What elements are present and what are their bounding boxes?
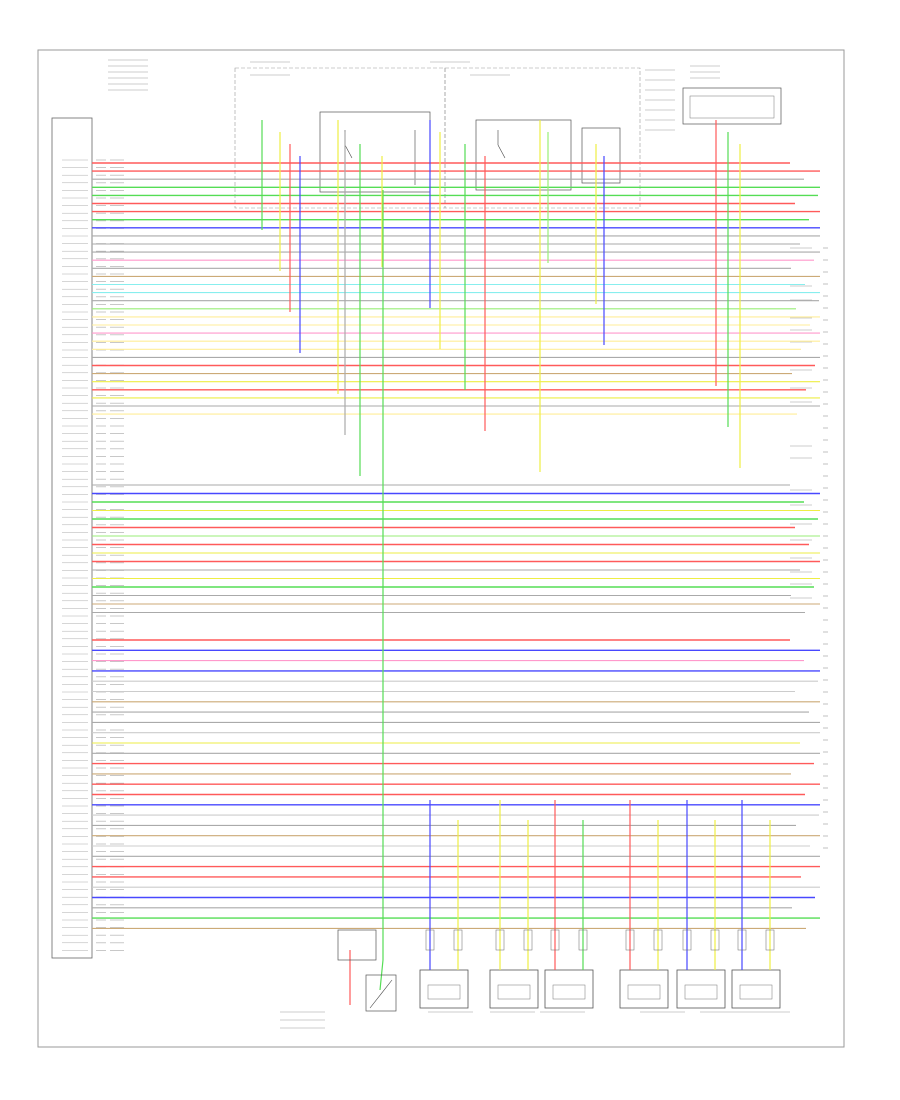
coil-connector — [737, 929, 747, 951]
right-terminals — [823, 247, 828, 849]
ignition-coil — [676, 969, 726, 1009]
ignition-coil — [489, 969, 539, 1009]
coil-connector — [682, 929, 692, 951]
sensor-connector-box — [682, 87, 782, 125]
ignition-coil-body — [627, 984, 661, 1000]
ignition-coil-body — [739, 984, 773, 1000]
ignition-coil — [731, 969, 781, 1009]
relay-box-2 — [475, 119, 572, 191]
coil-connector — [523, 929, 533, 951]
fuse-block-right — [444, 67, 641, 209]
coil-connector — [710, 929, 720, 951]
coil-connector — [550, 929, 560, 951]
ecm-pin-column — [62, 159, 88, 951]
bottom-sensor — [337, 929, 397, 1012]
relay-box-3 — [581, 127, 621, 184]
wire-group-middle — [92, 484, 820, 614]
coil-connector — [425, 929, 435, 951]
coil-connector — [453, 929, 463, 951]
ecm-box — [51, 117, 93, 959]
ignition-coil-group — [419, 800, 781, 1009]
coil-connector — [495, 929, 505, 951]
coil-connector — [765, 929, 775, 951]
wire-group-lower — [92, 639, 820, 929]
coil-connector — [653, 929, 663, 951]
wire-group-upper — [92, 162, 820, 415]
wire-group-vertical — [261, 120, 741, 1005]
coil-connector — [578, 929, 588, 951]
ignition-coil-body — [684, 984, 718, 1000]
ignition-coil-body — [497, 984, 531, 1000]
relay-switch-2 — [497, 130, 506, 159]
ignition-coil — [419, 969, 469, 1009]
sensor-connector-inner — [689, 95, 775, 119]
sensor-signal-wire — [379, 190, 384, 991]
ignition-coil — [619, 969, 669, 1009]
coil-connector — [625, 929, 635, 951]
ignition-coil-body — [427, 984, 461, 1000]
ignition-coil — [544, 969, 594, 1009]
diagram-frame — [37, 49, 845, 1048]
ignition-coil-body — [552, 984, 586, 1000]
